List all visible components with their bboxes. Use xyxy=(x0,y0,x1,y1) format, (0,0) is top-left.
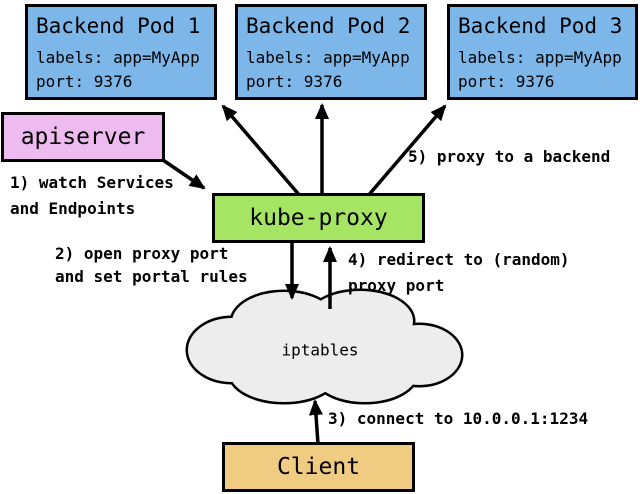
node-backend-pod-2: Backend Pod 2 labels: app=MyApp port: 93… xyxy=(235,4,427,100)
annotation-step1-line1: 1) watch Services xyxy=(10,173,174,192)
annotation-step2-open-proxy-port: 2) open proxy port and set portal rules xyxy=(55,242,248,288)
backend-pod-3-port: port: 9376 xyxy=(458,72,555,91)
annotation-step2-line2: and set portal rules xyxy=(55,267,248,286)
kube-proxy-label: kube-proxy xyxy=(249,205,388,231)
arrow-apiserver-to-kubeproxy xyxy=(159,156,206,190)
client-label: Client xyxy=(276,454,361,480)
backend-pod-2-labels: labels: app=MyApp xyxy=(246,48,410,67)
node-apiserver: apiserver xyxy=(1,112,165,162)
annotation-step1-line2: and Endpoints xyxy=(10,199,136,218)
backend-pod-1-title: Backend Pod 1 xyxy=(36,14,201,38)
node-backend-pod-3: Backend Pod 3 labels: app=MyApp port: 93… xyxy=(447,4,638,100)
node-kube-proxy: kube-proxy xyxy=(212,193,425,243)
annotation-step3-line1: 3) connect to 10.0.0.1:1234 xyxy=(328,409,589,428)
annotation-step5-proxy-backend: 5) proxy to a backend xyxy=(408,144,610,170)
annotation-step5-line1: 5) proxy to a backend xyxy=(408,147,611,166)
iptables-cloud-label: iptables xyxy=(281,340,359,360)
annotation-step4-redirect: 4) redirect to (random) proxy port xyxy=(348,247,570,299)
annotation-step3-connect: 3) connect to 10.0.0.1:1234 xyxy=(328,406,588,432)
backend-pod-3-labels: labels: app=MyApp xyxy=(458,48,622,67)
node-backend-pod-1: Backend Pod 1 labels: app=MyApp port: 93… xyxy=(25,4,217,100)
backend-pod-3-title: Backend Pod 3 xyxy=(458,14,623,38)
arrow-kubeproxy-to-pod3 xyxy=(365,104,447,199)
annotation-step4-line2: proxy port xyxy=(348,276,445,295)
annotation-step1-watch-services: 1) watch Services and Endpoints xyxy=(10,170,174,222)
iptables-cloud xyxy=(185,288,464,405)
diagram-arrows xyxy=(159,103,447,445)
arrow-kubeproxy-to-pod1 xyxy=(221,104,303,199)
apiserver-label: apiserver xyxy=(20,124,146,150)
backend-pod-1-labels: labels: app=MyApp xyxy=(36,48,200,67)
annotation-step4-line1: 4) redirect to (random) xyxy=(348,250,570,269)
backend-pod-1-port: port: 9376 xyxy=(36,72,133,91)
backend-pod-2-title: Backend Pod 2 xyxy=(246,14,411,38)
arrow-client-to-iptables xyxy=(308,399,323,445)
annotation-step2-line1: 2) open proxy port xyxy=(55,244,229,263)
backend-pod-2-port: port: 9376 xyxy=(246,72,343,91)
node-client: Client xyxy=(222,442,415,492)
